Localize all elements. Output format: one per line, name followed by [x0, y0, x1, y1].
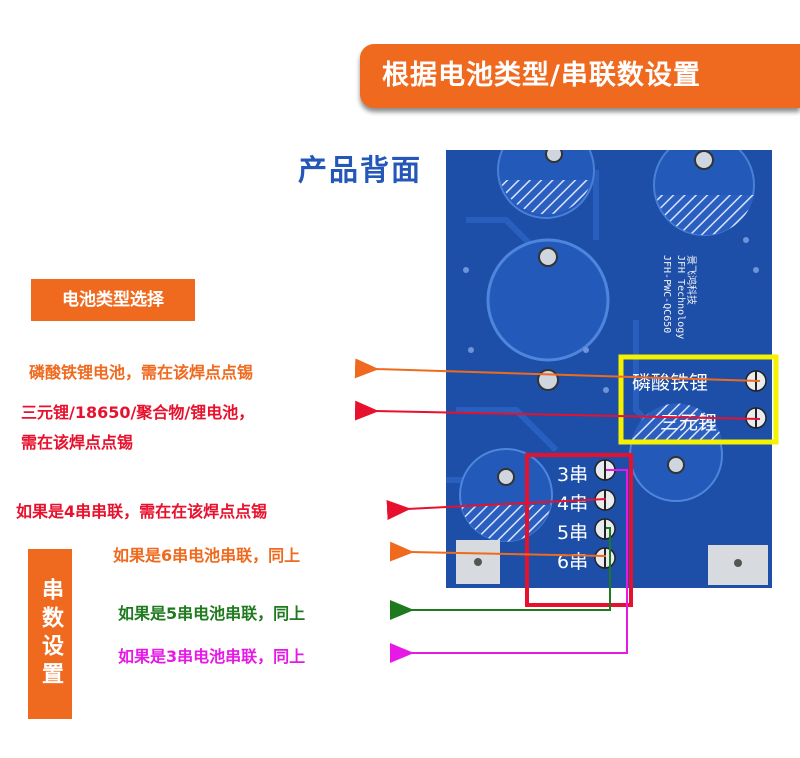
pcb-series-3-silk: 3串	[557, 464, 589, 486]
note-series-6: 如果是6串电池串联，同上	[113, 546, 301, 565]
pcb-back-photo	[446, 150, 772, 588]
note-series-5: 如果是5串电池串联，同上	[118, 604, 306, 623]
title-banner: 根据电池类型/串联数设置	[360, 44, 800, 108]
pcb-lifepo4-silk: 磷酸铁锂	[632, 372, 709, 394]
pcb-vertical-text-2: JFH-PWC-QC650	[661, 255, 672, 334]
note-lifepo4: 磷酸铁锂电池，需在该焊点点锡	[29, 363, 254, 382]
pcb-series-6-silk: 6串	[557, 551, 589, 573]
product-back-label: 产品背面	[298, 153, 423, 187]
note-ternary-line2: 需在该焊点点锡	[21, 433, 134, 452]
note-series-3: 如果是3串电池串联，同上	[118, 647, 306, 666]
pcb-ternary-silk: 三元锂	[660, 412, 718, 434]
note-series-4: 如果是4串串联，需在在该焊点点锡	[16, 502, 268, 521]
pcb-series-5-silk: 5串	[557, 522, 589, 544]
battery-type-badge: 电池类型选择	[31, 279, 195, 321]
pcb-series-4-silk: 4串	[557, 493, 589, 515]
series-setting-badge: 串数设置	[28, 549, 72, 719]
note-ternary-line1: 三元锂/18650/聚合物/锂电池，	[21, 403, 255, 422]
pcb-vertical-text-3: 景飞鸿科技	[685, 255, 696, 305]
